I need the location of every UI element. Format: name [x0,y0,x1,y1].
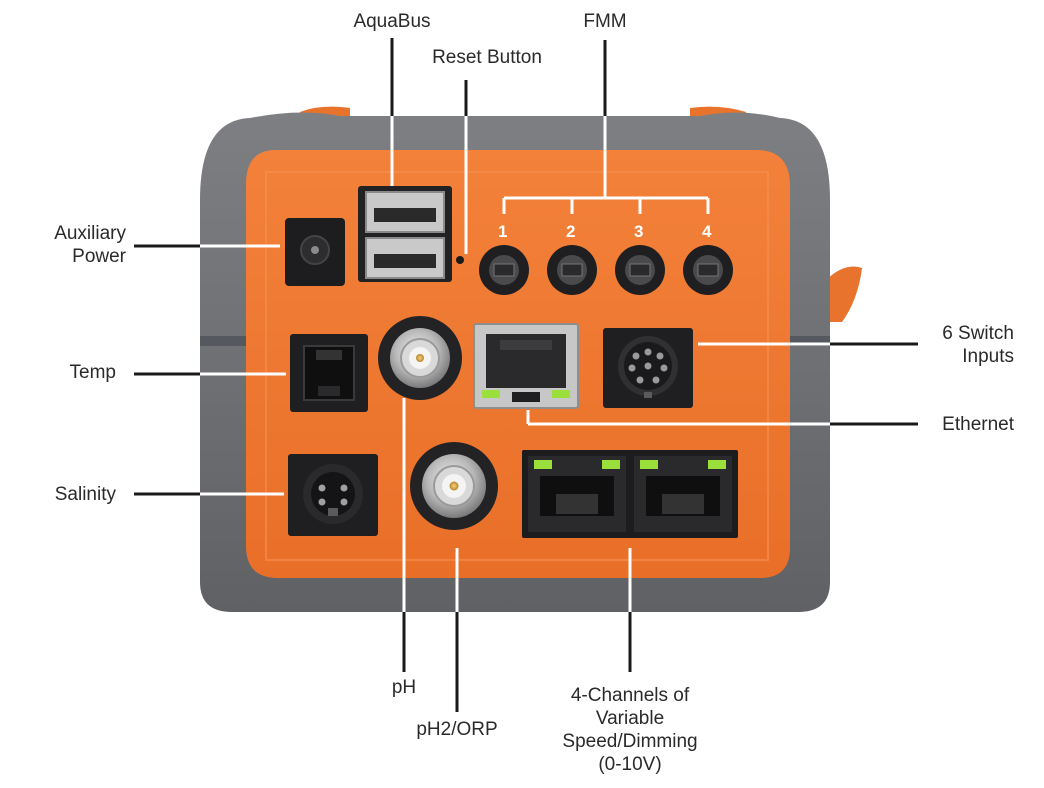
fmm-port-2-label: 2 [566,222,576,241]
leader-lines-inner [200,116,830,612]
fmm-port-3-label: 3 [634,222,644,241]
fmm-bracket [502,196,710,214]
ethernet-port [473,323,579,409]
side-handle [826,266,862,322]
label-channels-line2: Variable [595,708,665,729]
fmm-ports [479,245,733,295]
label-ph: pH [391,677,417,698]
label-switch-line2: Inputs [962,346,1014,367]
label-variable-speed: 4-Channels of Variable Speed/Dimming (0-… [540,684,720,776]
label-switch-line1: 6 Switch [942,323,1014,344]
label-channels-line3: Speed/Dimming [562,731,698,752]
label-reset-button: Reset Button [432,47,542,68]
fmm-port-1-label: 1 [498,222,508,241]
label-ethernet: Ethernet [942,414,1014,435]
label-aux-power-line2: Power [72,246,126,267]
label-salinity: Salinity [54,484,116,505]
label-aquabus: AquaBus [353,11,431,32]
fmm-port-4-label: 4 [702,222,712,241]
reset-button-hole [456,256,464,264]
label-switch-inputs: 6 Switch Inputs [870,322,1014,368]
label-aux-power-line1: Auxiliary [54,223,126,244]
ph2-orp-bnc-connector [410,442,498,530]
label-channels-line1: 4-Channels of [570,685,690,706]
temp-jack [290,334,368,412]
variable-speed-ports [522,450,738,538]
aux-power-jack [285,218,345,286]
label-channels-line4: (0-10V) [598,754,662,775]
switch-din-connector [603,328,693,408]
ph-bnc-connector [378,316,462,400]
label-aux-power: Auxiliary Power [14,222,126,268]
aquabus-ports [358,186,452,282]
label-fmm: FMM [583,11,627,32]
label-temp: Temp [69,362,116,383]
salinity-din-connector [288,454,378,536]
label-ph2-orp: pH2/ORP [416,719,498,740]
